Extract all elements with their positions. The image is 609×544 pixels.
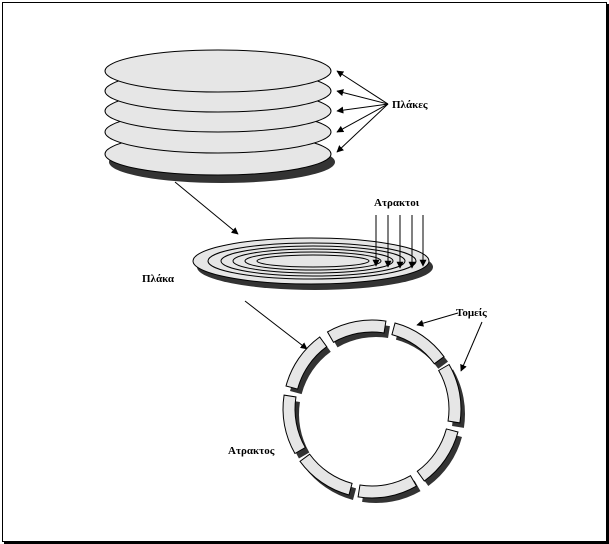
sector-ring bbox=[282, 319, 466, 503]
platter-label: Πλάκα bbox=[142, 273, 175, 285]
sector-segment bbox=[357, 475, 418, 499]
track-ring-1 bbox=[207, 242, 417, 280]
sector-segment bbox=[299, 453, 353, 496]
track-arrows bbox=[372, 215, 427, 269]
track-ring-2 bbox=[220, 245, 406, 277]
track-ring-3 bbox=[232, 248, 394, 274]
platters-label: Πλάκες bbox=[392, 99, 428, 111]
sector-segment bbox=[416, 428, 459, 482]
track-label: Ατρακτος bbox=[228, 445, 275, 457]
tracks-label: Ατρακτοι bbox=[374, 197, 420, 209]
sector-segment bbox=[391, 322, 445, 365]
track-ring-4 bbox=[244, 251, 382, 271]
sector-segment bbox=[438, 363, 462, 424]
platter-arrows bbox=[336, 70, 389, 153]
sector-segment bbox=[326, 319, 387, 343]
sector-segment bbox=[285, 336, 328, 390]
stack-to-platter-arrow bbox=[174, 181, 239, 235]
sector-arrows bbox=[416, 312, 483, 372]
single-platter bbox=[192, 237, 433, 290]
platter-1 bbox=[104, 49, 332, 93]
platter-outer bbox=[192, 237, 430, 285]
track-ring-5 bbox=[256, 254, 370, 268]
sectors-label: Τομείς bbox=[456, 307, 487, 319]
platter-to-track-arrow bbox=[244, 300, 308, 350]
sector-segment bbox=[282, 394, 306, 455]
platter-stack bbox=[104, 49, 335, 183]
